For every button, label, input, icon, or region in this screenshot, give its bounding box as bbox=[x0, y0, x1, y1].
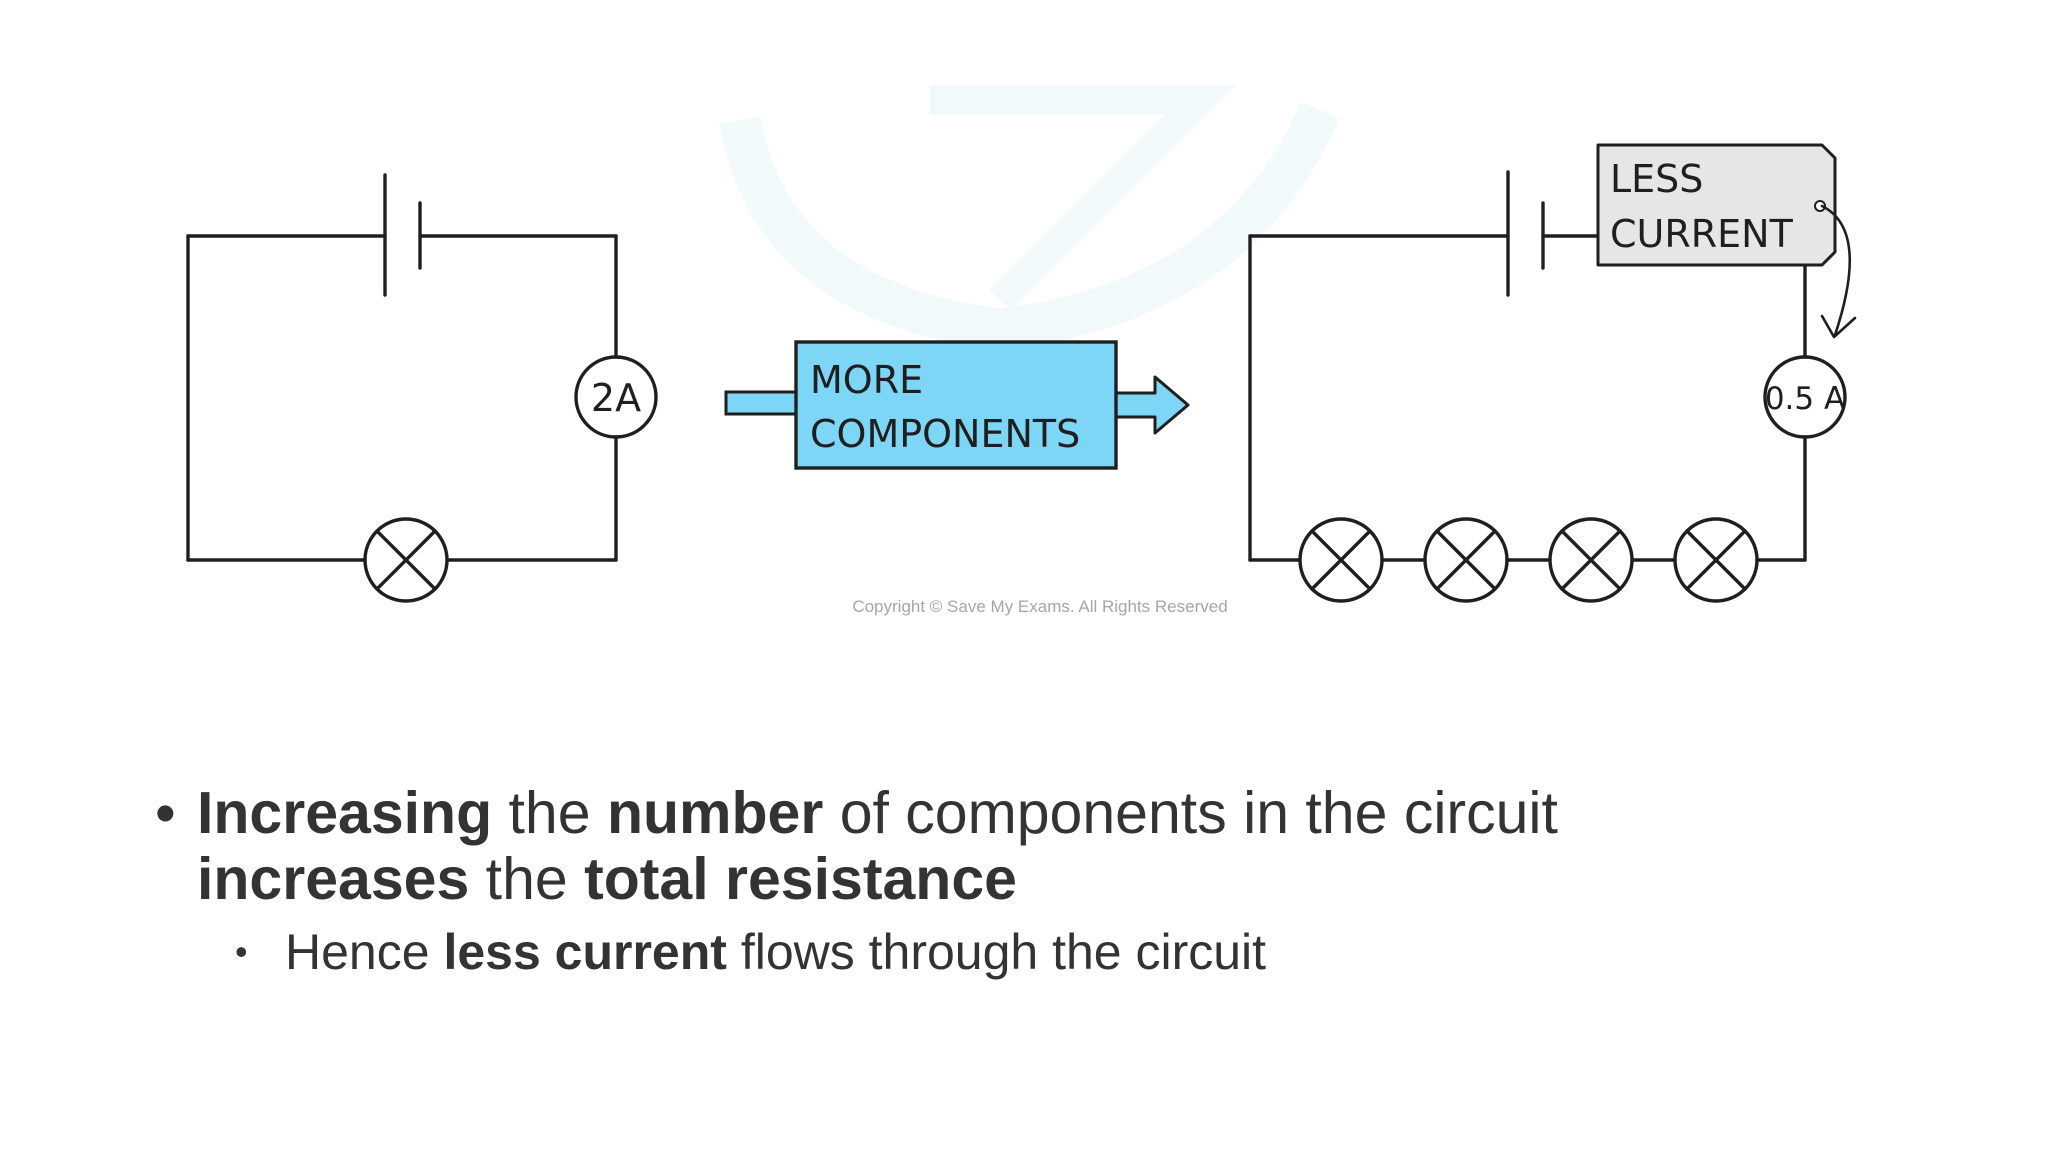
arrow-tail bbox=[724, 390, 802, 416]
right-lamp-1 bbox=[1298, 517, 1384, 603]
less-current-tag: LESS CURRENT bbox=[1596, 143, 1857, 339]
box-label-line1: MORE bbox=[810, 358, 923, 402]
right-lamp-3 bbox=[1548, 517, 1634, 603]
right-circuit: 0.5 A bbox=[1248, 170, 1847, 603]
more-components-arrow: MORE COMPONENTS bbox=[724, 340, 1190, 470]
left-ammeter bbox=[574, 355, 658, 439]
bullet-main: • Increasing the number of components in… bbox=[155, 780, 1655, 912]
bullet-sub: • Hence less current flows through the c… bbox=[155, 922, 1655, 982]
watermark-logo bbox=[719, 85, 1340, 352]
bullet-dot: • bbox=[155, 780, 176, 846]
more-components-box bbox=[794, 340, 1118, 470]
right-lamp-4 bbox=[1673, 517, 1759, 603]
right-ammeter bbox=[1763, 355, 1847, 439]
text-of-components: of components in the circuit bbox=[823, 780, 1558, 846]
left-ammeter-label: 2A bbox=[591, 376, 641, 420]
right-lamp-2 bbox=[1423, 517, 1509, 603]
bullet-list: • Increasing the number of components in… bbox=[155, 780, 1655, 982]
text-number: number bbox=[606, 780, 824, 846]
tag-hole bbox=[1814, 200, 1826, 212]
text-hence: Hence bbox=[285, 924, 444, 980]
left-lamp bbox=[363, 517, 449, 603]
box-label-line2: COMPONENTS bbox=[810, 412, 1080, 456]
tag-label-line2: CURRENT bbox=[1610, 212, 1794, 256]
text-total-resistance: total resistance bbox=[584, 846, 1017, 912]
left-circuit: 2A bbox=[186, 173, 658, 603]
text-the-1: the bbox=[492, 780, 607, 846]
text-increases: increases bbox=[197, 846, 470, 912]
text-flows: flows through the circuit bbox=[726, 924, 1267, 980]
right-ammeter-label: 0.5 A bbox=[1765, 381, 1845, 417]
copyright-text: Copyright © Save My Exams. All Rights Re… bbox=[852, 597, 1227, 616]
tag-label-line1: LESS bbox=[1610, 157, 1703, 201]
text-less-current: less current bbox=[443, 924, 727, 980]
tag-pointer-arrow bbox=[1820, 204, 1851, 337]
bullet-sub-dot: • bbox=[235, 931, 248, 972]
arrow-head bbox=[1113, 375, 1190, 435]
tag-body bbox=[1596, 143, 1837, 267]
text-increasing: Increasing bbox=[197, 780, 493, 846]
text-the-2: the bbox=[469, 846, 585, 912]
tag-pointer-arrowhead bbox=[1820, 314, 1857, 339]
